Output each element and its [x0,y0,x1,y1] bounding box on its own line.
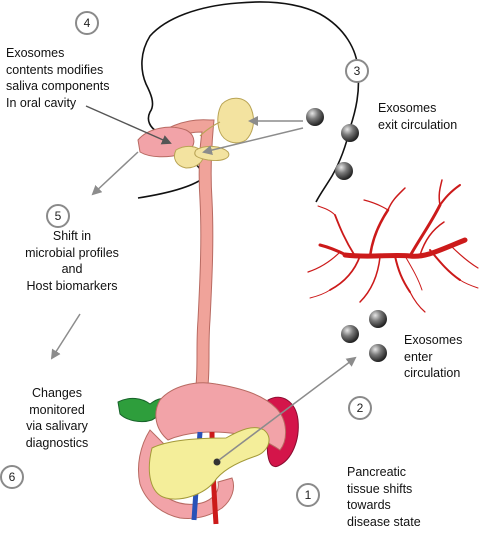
blood-vessel-network [307,179,479,313]
salivary-duct [199,121,221,137]
exosome-icon [306,108,324,126]
step-5-line-1: Shift in [52,229,92,243]
exosomes-enter [341,310,387,362]
step-2-number: 2 [348,396,372,420]
step-5-label: Shift in microbial profiles and Host bio… [14,228,130,294]
step-1-line-1: Pancreatic [347,465,407,479]
step-2-line-2: enter [404,349,433,364]
exosome-icon [369,344,387,362]
digestive-organs [117,382,299,525]
exosome-icon [335,162,353,180]
step-1-line-2: tissue shifts [347,481,413,496]
step-1-line-4: disease state [347,514,421,529]
step-4-line-4: In oral cavity [6,95,77,110]
arrow-mouth-to-step5 [91,151,139,196]
step-5-number: 5 [46,204,70,228]
step-4-line-1: Exosomes [6,46,65,60]
step-2-line-3: circulation [404,366,461,380]
step-2-line-1: Exosomes [404,333,463,347]
step-2-label: Exosomes enter circulation [404,332,462,382]
step-3-line-1: Exosomes [378,101,437,115]
step-4-line-3: saliva components [6,79,110,93]
arrow-pancreas-to-circulation [218,356,357,461]
step-1-line-3: towards [347,498,391,512]
step-1-label: Pancreatic tissue shifts towards disease… [347,464,421,530]
exosome-icon [341,325,359,343]
step-6-line-4: diagnostics [25,435,89,450]
exosomes-exit [306,108,359,180]
step-6-number: 6 [0,465,24,489]
head-profile-outline [137,1,360,203]
parotid-gland [217,97,254,144]
step-3-line-2: exit circulation [378,117,458,132]
arrow-exit-to-mouth [202,127,304,155]
step-6-line-2: monitored [29,402,85,417]
step-1-number: 1 [296,483,320,507]
step-5-line-2: microbial profiles [25,245,119,260]
step-3-label: Exosomes exit circulation [378,100,457,133]
exosome-icon [369,310,387,328]
sublingual-gland [194,145,230,161]
exosome-icon [341,124,359,142]
step-3-number: 3 [345,59,369,83]
step-6-line-1: Changes [31,386,83,400]
step-6-line-3: via salivary [26,419,88,433]
step-4-label: Exosomes contents modifies saliva compon… [6,45,110,111]
step-5-line-3: and [61,262,83,276]
step-5-line-4: Host biomarkers [26,278,118,293]
step-4-number: 4 [75,11,99,35]
arrow-step5-to-step6 [50,313,81,360]
arrow-label-to-oral-cavity [85,105,172,145]
step-4-line-2: contents modifies [6,62,104,77]
pancreas-exosome-source [213,458,221,466]
step-6-label: Changes monitored via salivary diagnosti… [4,385,110,451]
